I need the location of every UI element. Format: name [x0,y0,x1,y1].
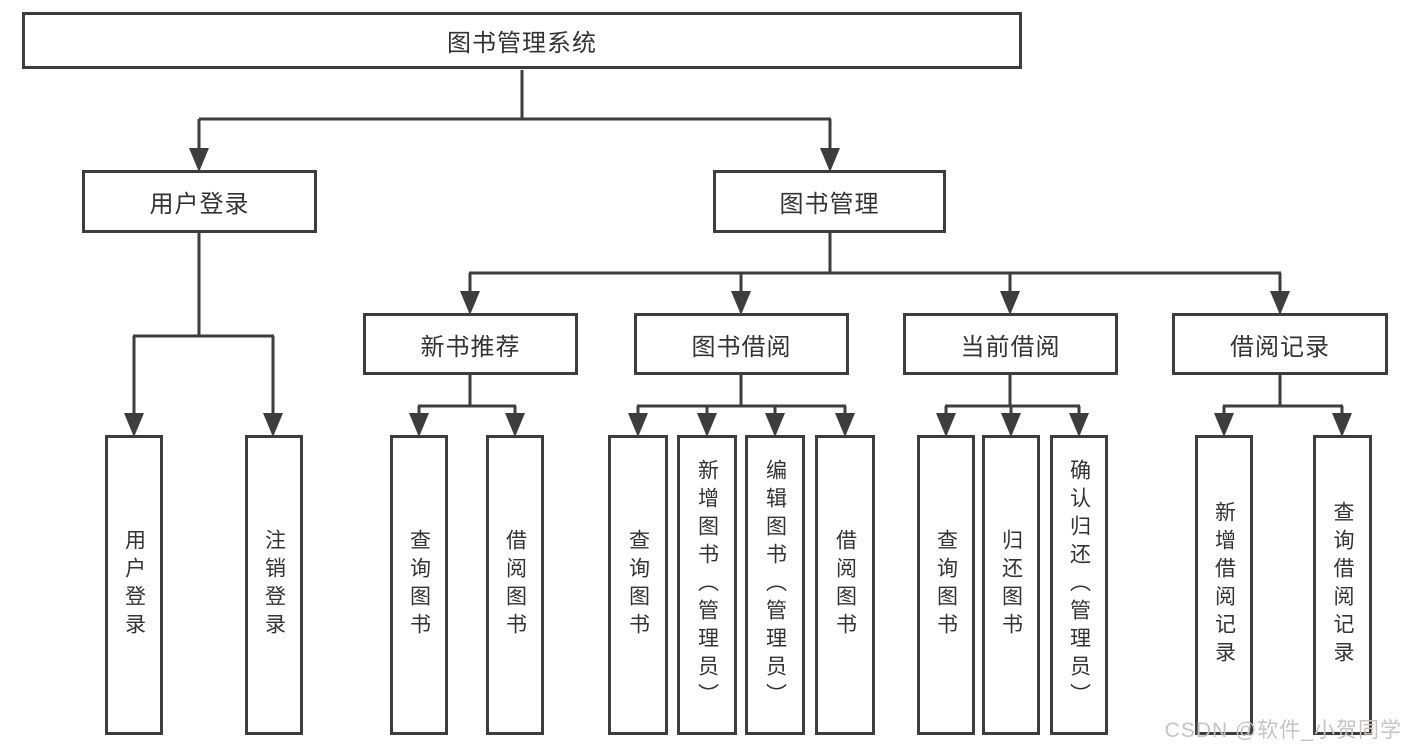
leaf-edit-book-admin: 编辑图书（管理员） [745,435,805,735]
leaf-query-borrow-record: 查询借阅记录 [1313,435,1372,735]
leaf-query-books-recommend: 查询图书 [390,435,448,735]
leaf-borrow-books: 借阅图书 [815,435,875,735]
leaf-add-borrow-record: 新增借阅记录 [1195,435,1253,735]
node-library-management-system: 图书管理系统 [22,12,1022,69]
node-new-book-recommendation: 新书推荐 [363,313,578,375]
node-label: 查询图书 [934,529,958,641]
node-label: 归还图书 [999,529,1023,641]
node-user-login: 用户登录 [82,170,317,233]
node-book-management: 图书管理 [713,170,946,233]
node-label: 借阅记录 [1230,333,1330,361]
node-label: 用户登录 [149,191,250,218]
leaf-user-login: 用户登录 [105,435,163,735]
leaf-return-books: 归还图书 [982,435,1040,735]
node-label: 借阅图书 [833,529,857,641]
leaf-confirm-return-admin: 确认归还（管理员） [1050,435,1108,735]
leaf-query-books-current: 查询图书 [917,435,975,735]
node-label: 用户登录 [122,529,146,641]
node-label: 图书管理 [779,191,880,218]
node-label: 查询图书 [407,529,431,641]
node-label: 图书管理系统 [447,30,597,57]
leaf-borrow-books-recommend: 借阅图书 [486,435,544,735]
node-book-borrowing: 图书借阅 [634,313,849,375]
node-label: 图书借阅 [691,333,792,361]
leaf-logout: 注销登录 [245,435,303,735]
node-label: 新增图书（管理员） [695,459,719,711]
node-label: 注销登录 [262,529,286,641]
node-label: 新增借阅记录 [1212,501,1236,669]
node-label: 查询借阅记录 [1331,501,1354,669]
node-borrowing-records: 借阅记录 [1172,313,1388,375]
csdn-watermark: CSDN @软件_小贺同学 [1164,719,1402,742]
leaf-query-books-borrowing: 查询图书 [608,435,668,735]
node-label: 当前借阅 [960,333,1061,361]
node-label: 借阅图书 [503,529,527,641]
node-label: 编辑图书（管理员） [763,459,787,711]
leaf-add-book-admin: 新增图书（管理员） [677,435,737,735]
node-label: 新书推荐 [420,333,521,361]
node-label: 查询图书 [626,529,650,641]
node-label: 确认归还（管理员） [1067,459,1091,711]
node-current-borrowing: 当前借阅 [903,313,1118,375]
